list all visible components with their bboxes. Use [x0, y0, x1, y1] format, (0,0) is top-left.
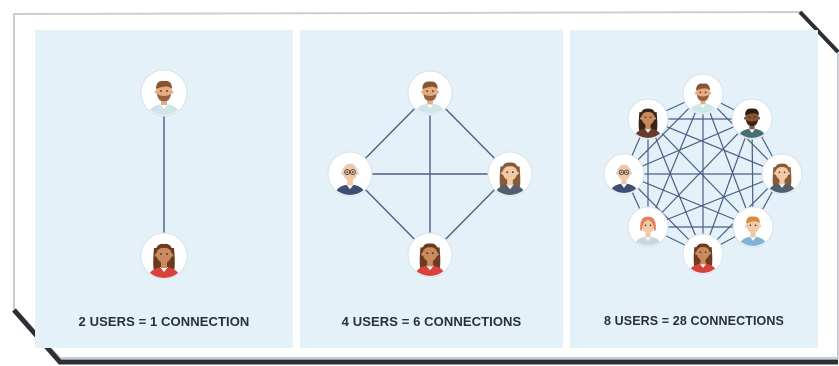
connection-line [647, 118, 783, 175]
old-man-glasses-avatar-icon [603, 153, 645, 195]
connection-line [623, 173, 754, 228]
connection-line [647, 173, 783, 228]
man-beard-avatar-icon [140, 69, 188, 117]
man-beard-avatar-icon [682, 73, 724, 115]
panel-4-users: 4 USERS = 6 CONNECTIONS [300, 30, 563, 348]
connection-line [647, 118, 754, 228]
woman-long-hair-avatar-icon [407, 232, 453, 278]
connection-line [702, 118, 753, 255]
panel-8-users: 8 USERS = 28 CONNECTIONS [570, 30, 818, 348]
woman-brown-hair-avatar-icon [487, 151, 533, 197]
panel-caption: 4 USERS = 6 CONNECTIONS [341, 314, 522, 329]
network-diagram [603, 73, 803, 275]
network-diagram [327, 70, 533, 278]
man-beard-avatar-icon [407, 70, 453, 116]
connection-line [647, 118, 704, 255]
panel-caption: 2 USERS = 1 CONNECTION [78, 314, 250, 329]
woman-long-hair-avatar-icon [682, 233, 724, 275]
old-man-glasses-avatar-icon [327, 151, 373, 197]
woman-red-hair-avatar-icon [627, 206, 669, 248]
man-orange-hair-avatar-icon [732, 206, 774, 248]
man-dark-skin-avatar-icon [731, 98, 773, 140]
connection-line [647, 93, 704, 228]
connection-lines [349, 92, 511, 256]
woman-long-hair-avatar-icon [140, 232, 188, 280]
panel-2-users: 2 USERS = 1 CONNECTION [35, 30, 293, 348]
network-diagram [140, 69, 188, 280]
woman-dark-curly-avatar-icon [627, 98, 669, 140]
panel-caption: 8 USERS = 28 CONNECTIONS [604, 314, 784, 328]
connection-line [702, 93, 754, 228]
woman-brown-hair-avatar-icon [761, 153, 803, 195]
connection-line [623, 118, 753, 175]
